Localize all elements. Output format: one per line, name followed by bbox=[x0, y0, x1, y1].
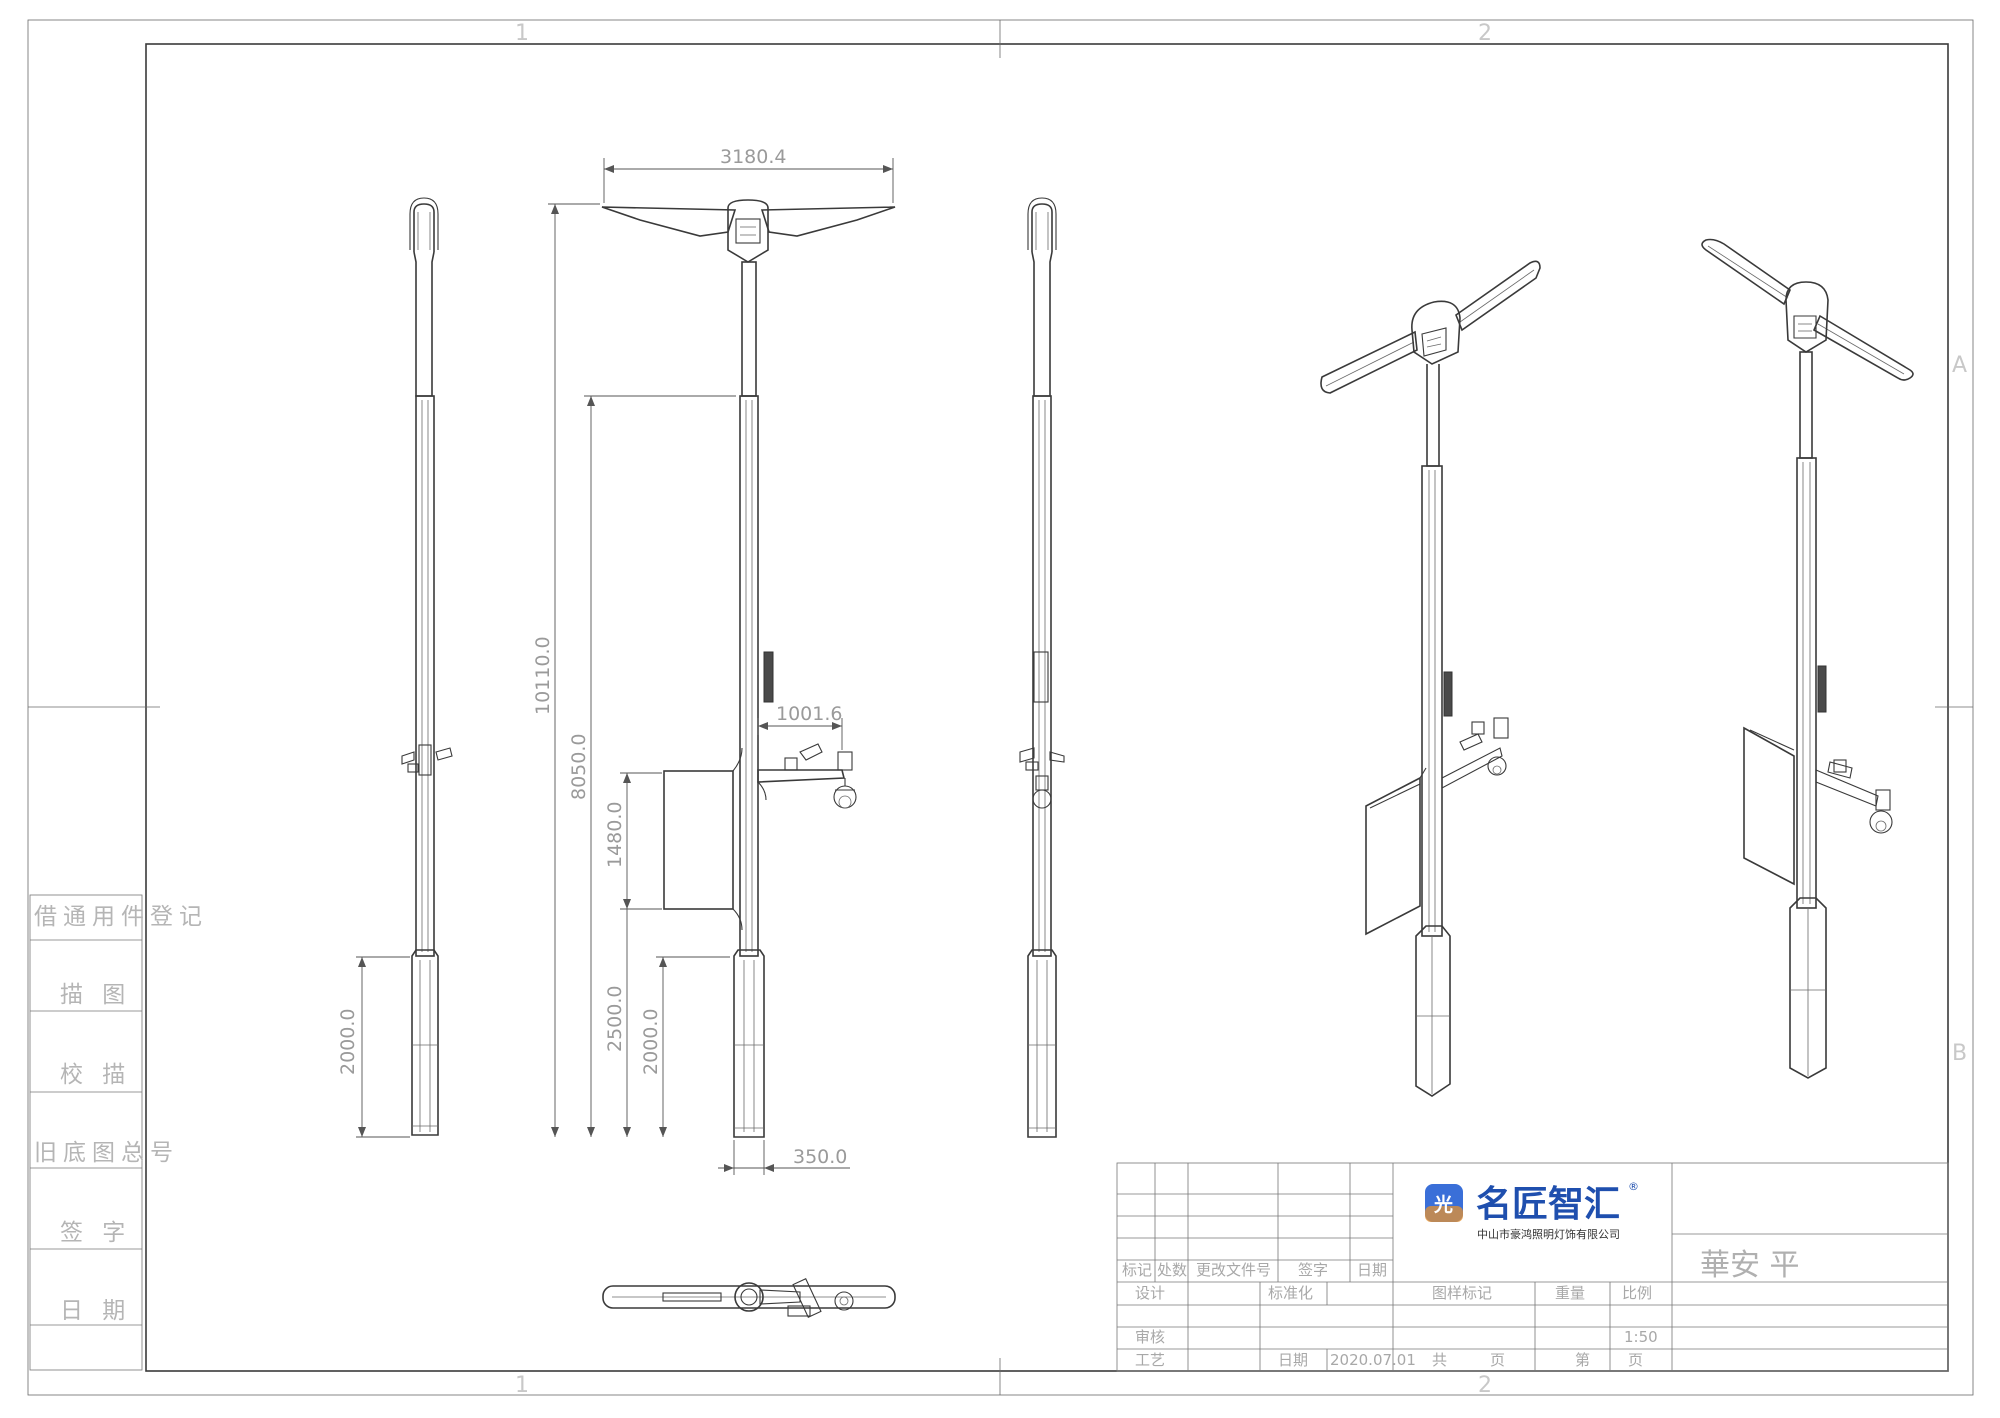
rev-header-count: 处数 bbox=[1157, 1261, 1187, 1279]
design-label: 设计 bbox=[1135, 1284, 1165, 1302]
dim-span-text: 3180.4 bbox=[720, 146, 786, 168]
rev-header-sign: 签字 bbox=[1298, 1261, 1328, 1279]
pole-side-view-left bbox=[401, 197, 453, 1136]
pole-side-view-right bbox=[1019, 197, 1065, 1138]
dim-arm-length-text: 1001.6 bbox=[776, 703, 842, 725]
side-label-old-number: 旧底图总号 bbox=[34, 1140, 179, 1166]
rev-header-mark: 标记 bbox=[1122, 1261, 1152, 1279]
brand-company: 中山市豪鸿照明灯饰有限公司 bbox=[1477, 1227, 1620, 1241]
pole-front-view bbox=[601, 199, 896, 1138]
date-label: 日期 bbox=[1278, 1351, 1308, 1369]
of-label: 第 bbox=[1575, 1351, 1590, 1369]
dim-total-height-text: 10110.0 bbox=[532, 636, 554, 715]
title-block: 标记 处数 更改文件号 签字 日期 设计 标准化 审核 工艺 日期 2020.0… bbox=[1116, 1162, 1949, 1372]
zone-number-bottom-2: 2 bbox=[1478, 1373, 1492, 1398]
zone-number-top-2: 2 bbox=[1478, 21, 1492, 46]
dim-box-bottom-text: 2500.0 bbox=[604, 986, 626, 1052]
page-label: 页 bbox=[1628, 1351, 1643, 1369]
sheet-frame: 1 2 1 2 A B bbox=[27, 19, 1974, 1398]
dim-box-height-text: 1480.0 bbox=[604, 802, 626, 868]
scale-value: 1:50 bbox=[1624, 1328, 1658, 1346]
dim-base-height-right-text: 2000.0 bbox=[640, 1009, 662, 1075]
process-label: 工艺 bbox=[1135, 1351, 1165, 1369]
total-label: 共 bbox=[1432, 1351, 1447, 1369]
side-panel: 借通用件登记 描 图 校 描 旧底图总号 签 字 日 期 bbox=[29, 894, 208, 1371]
standardize-label: 标准化 bbox=[1268, 1284, 1313, 1302]
drawing-name: 華安 平 bbox=[1700, 1248, 1800, 1283]
weight-label: 重量 bbox=[1555, 1284, 1585, 1302]
side-label-check: 校 描 bbox=[60, 1062, 131, 1088]
rev-header-file-no: 更改文件号 bbox=[1196, 1261, 1271, 1279]
side-label-register: 借通用件登记 bbox=[34, 904, 208, 930]
pole-isometric-view-1 bbox=[1320, 260, 1541, 1097]
side-label-date: 日 期 bbox=[60, 1298, 131, 1324]
dim-box-height: 1480.0 bbox=[604, 772, 662, 910]
pole-isometric-view-2 bbox=[1701, 238, 1914, 1079]
brand-registered-mark: ® bbox=[1628, 1180, 1639, 1193]
rev-header-date: 日期 bbox=[1357, 1261, 1387, 1279]
brand-name: 名匠智汇 bbox=[1476, 1184, 1620, 1225]
total-sheet-label: 页 bbox=[1490, 1351, 1505, 1369]
mark-label: 图样标记 bbox=[1432, 1284, 1492, 1302]
side-label-sign: 签 字 bbox=[60, 1220, 131, 1246]
dim-arm-height: 8050.0 bbox=[568, 395, 736, 1137]
side-label-trace: 描 图 bbox=[60, 982, 131, 1008]
dim-span: 3180.4 bbox=[603, 146, 894, 203]
dim-base-height-left-text: 2000.0 bbox=[337, 1009, 359, 1075]
dim-base-height-left: 2000.0 bbox=[337, 956, 410, 1138]
zone-number-bottom-1: 1 bbox=[515, 1373, 529, 1398]
dim-base-width: 350.0 bbox=[718, 1140, 850, 1175]
scale-label: 比例 bbox=[1622, 1284, 1652, 1302]
zone-number-top-1: 1 bbox=[515, 21, 529, 46]
zone-letter-b: B bbox=[1952, 1041, 1967, 1066]
brand-logo: 光 名匠智汇 ® 中山市豪鸿照明灯饰有限公司 bbox=[1425, 1180, 1639, 1241]
dim-arm-height-text: 8050.0 bbox=[568, 734, 590, 800]
review-label: 审核 bbox=[1135, 1328, 1165, 1346]
pole-plan-view bbox=[602, 1277, 896, 1319]
date-value: 2020.07.01 bbox=[1330, 1351, 1416, 1369]
dim-arm-length: 1001.6 bbox=[757, 703, 842, 750]
dim-base-height-right: 2000.0 bbox=[640, 956, 730, 1137]
dim-box-bottom: 2500.0 bbox=[604, 908, 631, 1137]
dim-total-height: 10110.0 bbox=[532, 203, 600, 1137]
dim-base-width-text: 350.0 bbox=[793, 1146, 847, 1168]
brand-logo-char: 光 bbox=[1433, 1193, 1453, 1216]
zone-letter-a: A bbox=[1952, 353, 1967, 378]
